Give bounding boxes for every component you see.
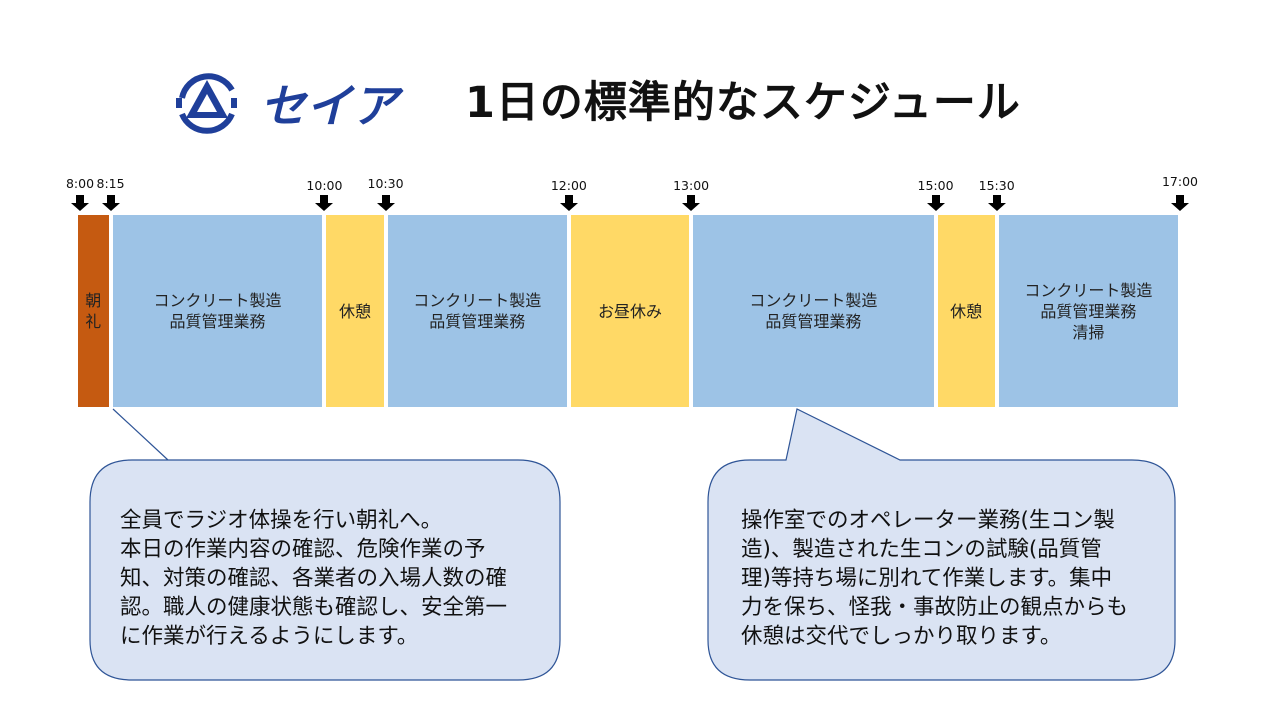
time-marker-label: 17:00	[1161, 174, 1199, 189]
segment-label: コンクリート製造 品質管理業務	[153, 291, 282, 331]
logo-text: セイア	[260, 79, 404, 133]
callout-text-work: 操作室でのオペレーター業務(生コン製 造)、製造された生コンの試験(品質管 理)…	[741, 508, 1129, 649]
schedule-segment-work: コンクリート製造 品質管理業務 清掃	[998, 215, 1178, 407]
time-marker-label: 10:30	[367, 176, 404, 191]
schedule-segment-morning: 朝礼	[78, 215, 109, 407]
callout-bubble-morning	[89, 408, 561, 681]
schedule-segment-work: コンクリート製造 品質管理業務	[387, 215, 567, 407]
segment-label: お昼休み	[597, 301, 662, 321]
schedule-segment-work: コンクリート製造 品質管理業務	[693, 215, 934, 407]
time-marker-label: 13:00	[673, 178, 710, 193]
segment-label: 休憩	[338, 301, 371, 321]
time-marker-label: 8:00	[65, 176, 95, 191]
segment-label: コンクリート製造 品質管理業務	[413, 291, 542, 331]
callout-text-morning: 全員でラジオ体操を行い朝礼へ。 本日の作業内容の確認、危険作業の予 知、対策の確…	[120, 508, 508, 649]
time-marker-label: 10:00	[306, 178, 343, 193]
schedule-segment-work: コンクリート製造 品質管理業務	[112, 215, 323, 407]
page-title: 1日の標準的なスケジュール	[465, 78, 1021, 128]
seia-logo-icon: セイア	[176, 73, 404, 134]
segment-label: 休憩	[950, 301, 983, 321]
time-marker-label: 15:00	[917, 178, 954, 193]
callout-bubble-work	[707, 408, 1176, 681]
schedule-segment-break: 休憩	[326, 215, 384, 407]
time-marker-label: 8:15	[96, 176, 125, 191]
company-logo: セイア	[172, 70, 422, 136]
segment-label: 朝礼	[85, 291, 102, 331]
segment-label: コンクリート製造 品質管理業務 清掃	[1024, 280, 1153, 342]
schedule-segment-break: 休憩	[937, 215, 995, 407]
segment-label: コンクリート製造 品質管理業務	[749, 291, 878, 331]
schedule-segment-break: お昼休み	[570, 215, 690, 407]
time-marker-label: 12:00	[550, 178, 587, 193]
time-marker-label: 15:30	[978, 178, 1015, 193]
